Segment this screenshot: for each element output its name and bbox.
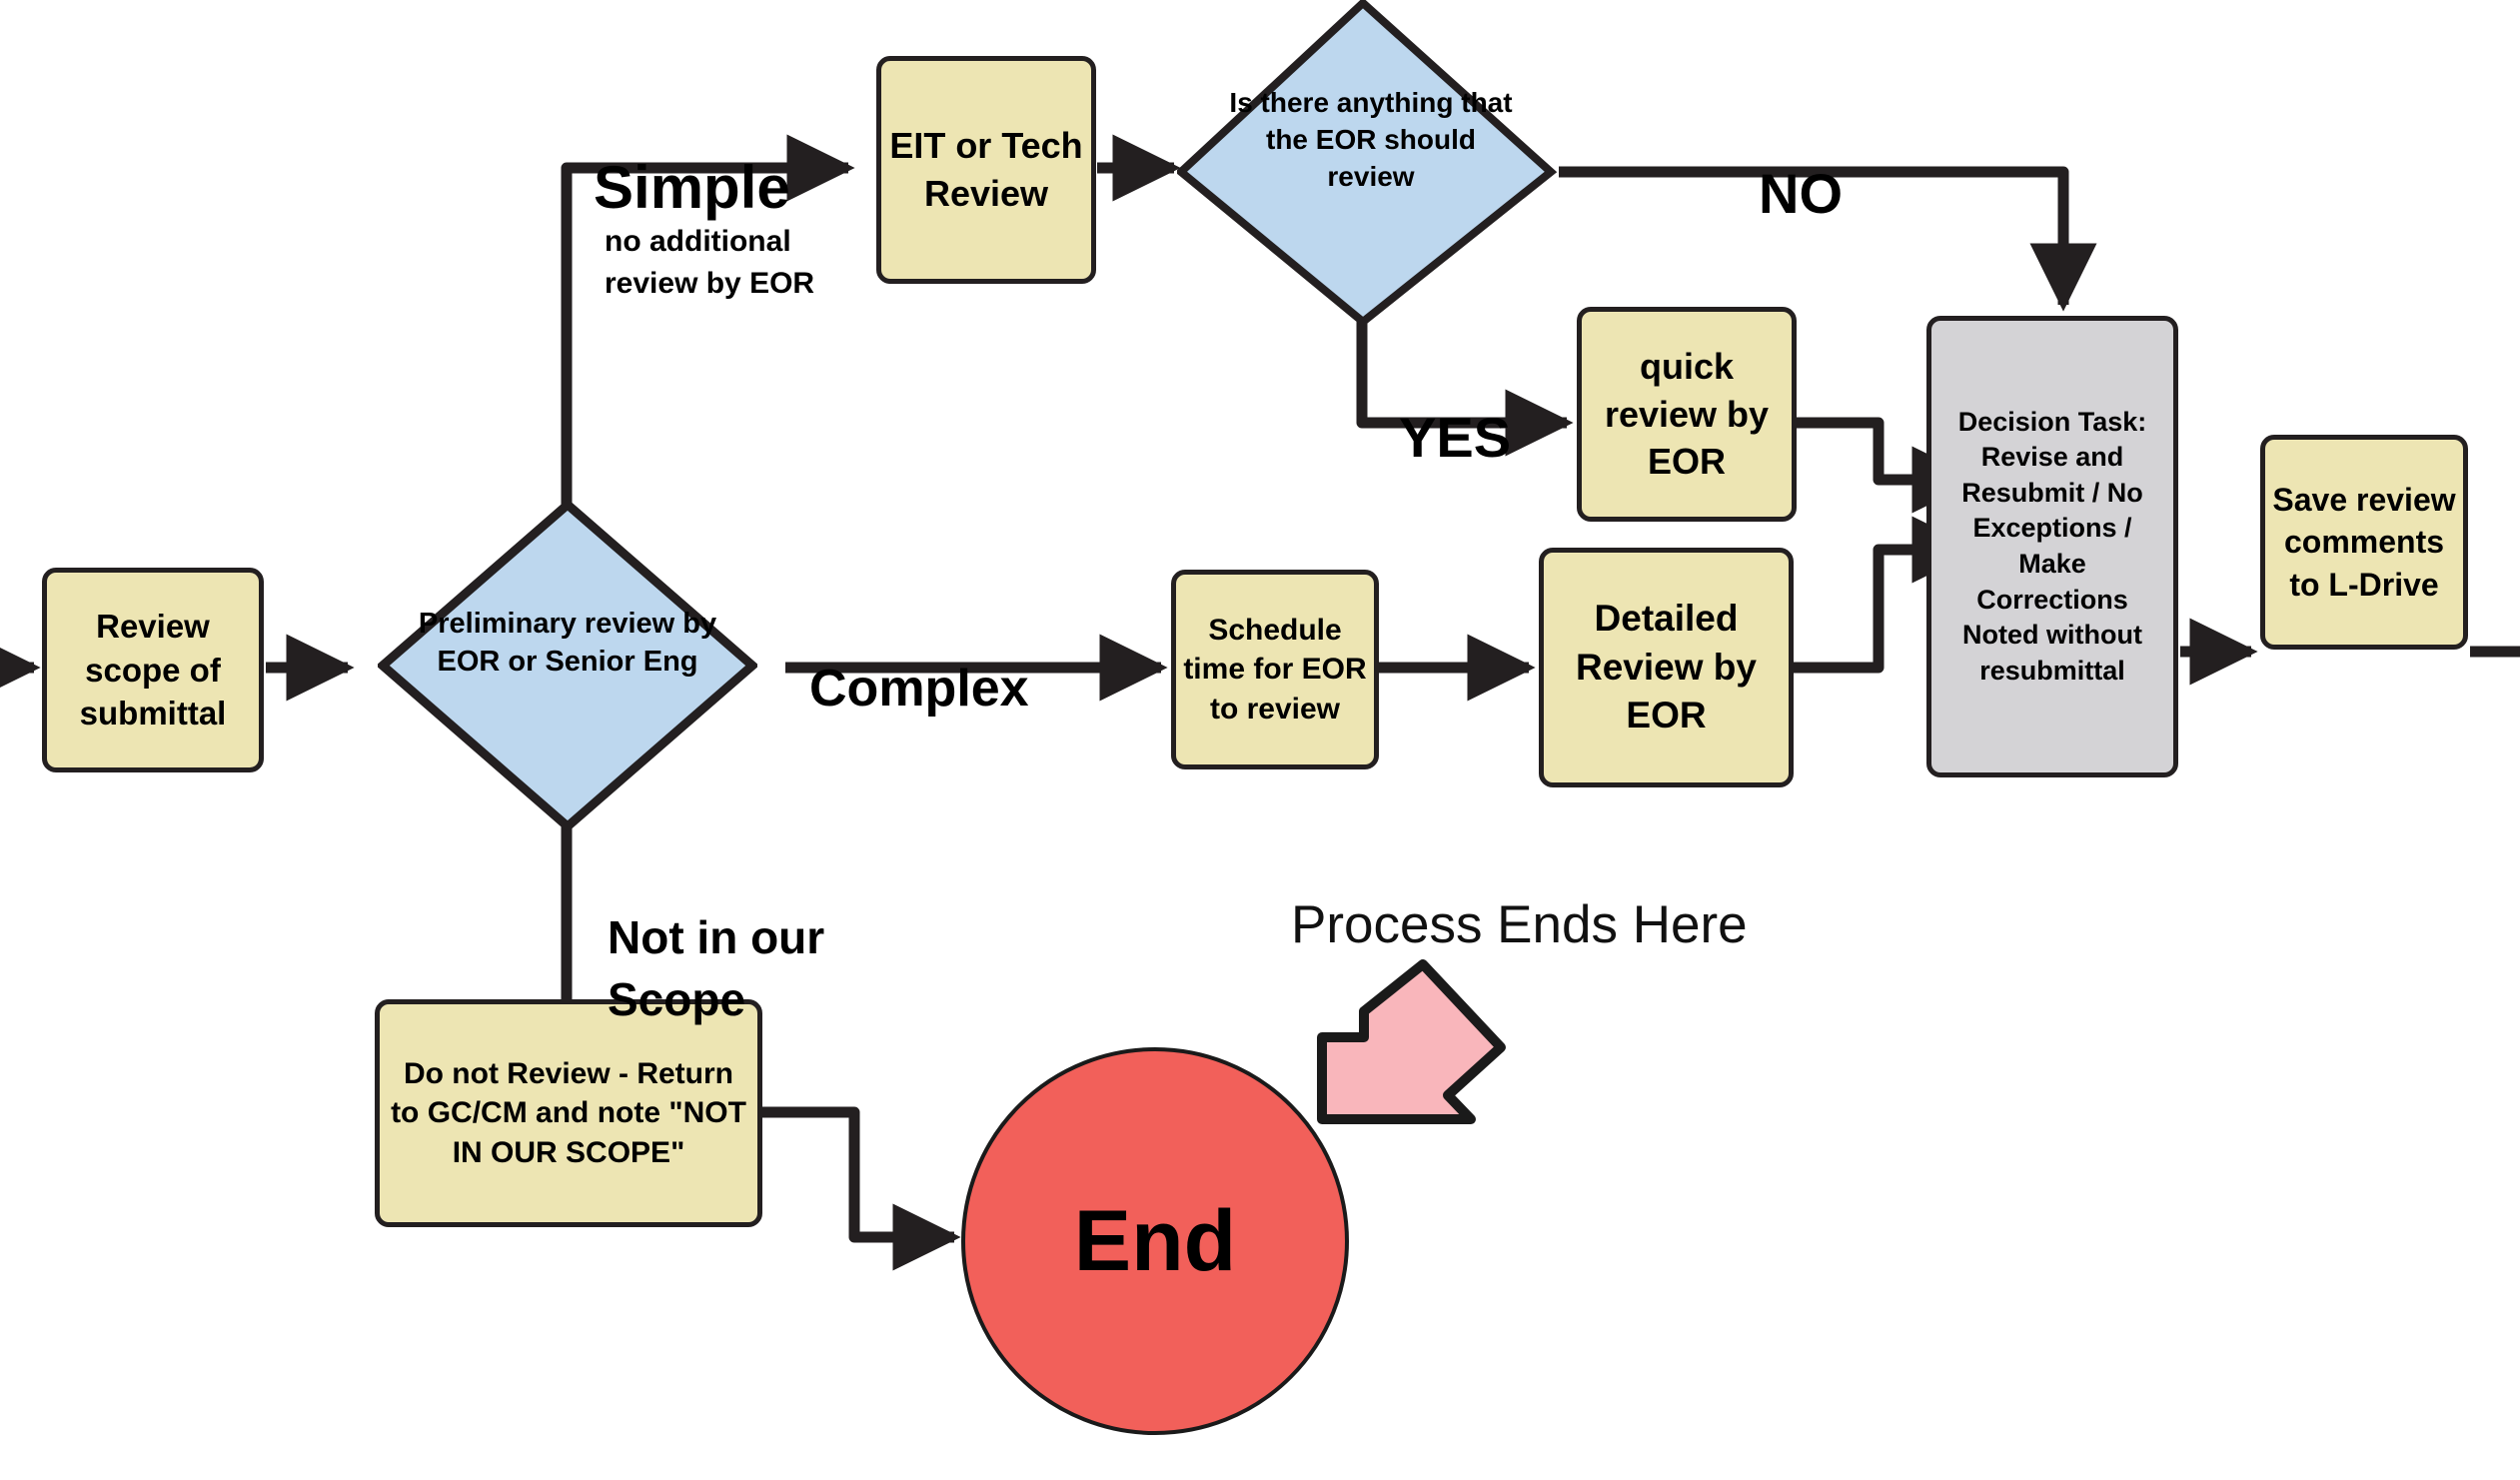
node-end-terminator[interactable]: End (961, 1047, 1349, 1435)
node-eit-or-tech-review[interactable]: EIT or Tech Review (876, 56, 1096, 284)
node-eor-should-review-label: Is there anything that the EOR should re… (1229, 87, 1513, 192)
node-label: End (1073, 1192, 1237, 1289)
node-label: quick review by EOR (1604, 346, 1770, 483)
edge-label-yes: YES (1399, 406, 1512, 470)
edge-label-simple-sublabel: no additional review by EOR (605, 224, 815, 301)
node-label: EIT or Tech Review (889, 125, 1083, 214)
edge-label-complex: Complex (809, 660, 1029, 719)
node-label: Detailed Review by EOR (1576, 597, 1757, 737)
node-decision-task[interactable]: Decision Task: Revise and Resubmit / No … (1926, 316, 2178, 777)
node-preliminary-review-label: Preliminary review by EOR or Senior Eng (418, 608, 717, 679)
callout-arrow-icon (1317, 959, 1506, 1124)
node-quick-review-by-eor[interactable]: quick review by EOR (1577, 307, 1797, 522)
node-label: Save review comments to L-Drive (2272, 482, 2456, 603)
node-label: Review scope of submittal (79, 608, 227, 733)
node-label: Do not Review - Return to GC/CM and note… (391, 1056, 746, 1169)
node-do-not-review[interactable]: Do not Review - Return to GC/CM and note… (375, 999, 762, 1227)
annotation-process-ends-here: Process Ends Here (1291, 895, 1748, 954)
node-detailed-review-by-eor[interactable]: Detailed Review by EOR (1539, 548, 1794, 787)
node-label: Schedule time for EOR to review (1183, 613, 1367, 726)
edge-label-not-in-our-scope: Not in our Scope (608, 911, 825, 1026)
node-schedule-time-for-eor[interactable]: Schedule time for EOR to review (1171, 570, 1379, 769)
node-label: Decision Task: Revise and Resubmit / No … (1957, 406, 2147, 686)
node-save-review-comments[interactable]: Save review comments to L-Drive (2260, 435, 2468, 650)
node-review-scope-of-submittal[interactable]: Review scope of submittal (42, 568, 264, 772)
edge-label-no: NO (1759, 162, 1843, 226)
